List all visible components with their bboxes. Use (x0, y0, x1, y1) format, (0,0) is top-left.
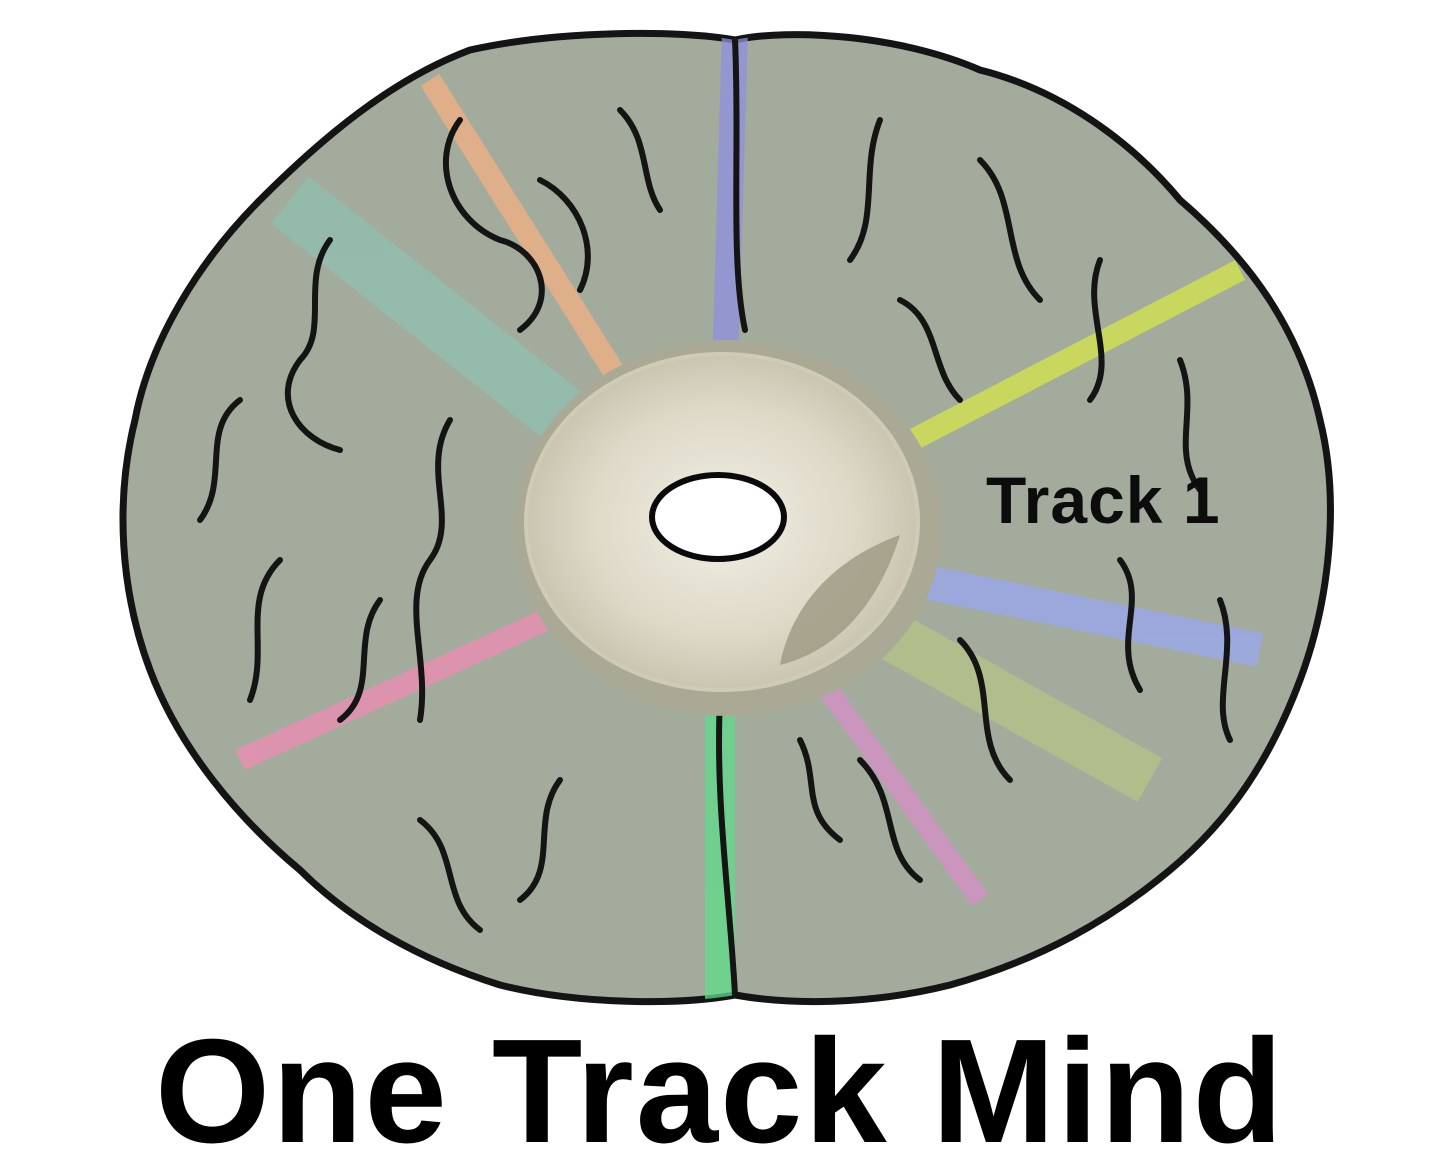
brain-cd-illustration (119, 29, 1334, 1006)
cd-hub (514, 340, 942, 716)
brain-folds (197, 37, 1233, 998)
track-label: Track 1 (986, 463, 1221, 537)
spindle-hole (649, 472, 787, 562)
title-text: One Track Mind (154, 1009, 1286, 1174)
